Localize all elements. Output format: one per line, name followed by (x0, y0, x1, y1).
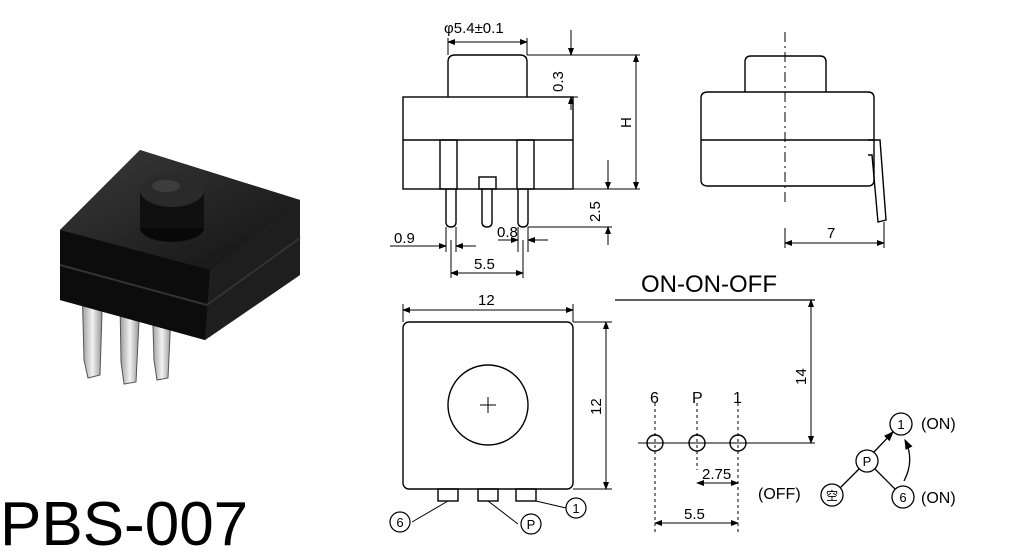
state-label-top: (ON) (921, 416, 956, 433)
callout-labels: 6 P 1 (396, 501, 579, 532)
product-title: PBS-007 (0, 490, 249, 559)
side-view (700, 32, 887, 248)
pin-length-label: 2.5 (587, 201, 604, 222)
height-label: H (618, 117, 635, 128)
state-node-off: 空 (826, 489, 838, 503)
pin-span-side-label: 5.5 (474, 256, 495, 273)
total-height-label: 14 (793, 368, 810, 385)
state-mode-labels: (ON) (ON) (OFF) (758, 416, 956, 507)
callout-1: 1 (572, 501, 579, 516)
state-diagram (820, 412, 915, 509)
pin-span-bottom-label: 5.5 (684, 506, 705, 523)
button-diameter-label: φ5.4±0.1 (444, 20, 504, 37)
body-width-label: 12 (478, 292, 495, 309)
callout-6: 6 (396, 515, 403, 530)
body-height-label: 12 (588, 398, 605, 415)
pin-label-1: 1 (733, 390, 742, 407)
pin-label-p: P (692, 390, 703, 407)
front-view (390, 30, 640, 278)
state-labels: 1 P 6 空 (826, 417, 907, 505)
bottom-view (389, 304, 612, 535)
callout-p: P (527, 517, 536, 532)
side-depth-label: 7 (827, 225, 835, 242)
switch-photo (59, 150, 301, 385)
state-label-left: (OFF) (758, 486, 801, 503)
pin-labels: 6 P 1 (650, 390, 742, 407)
dimension-labels: φ5.4±0.1 0.3 H 2.5 0.9 0.8 5.5 7 12 12 1… (394, 20, 835, 523)
state-label-right: (ON) (921, 490, 956, 507)
mode-title: ON-ON-OFF (641, 271, 777, 298)
pin-width-outer-label: 0.9 (394, 230, 415, 247)
pin-width-inner-label: 0.8 (497, 224, 518, 241)
pin-label-6: 6 (650, 390, 659, 407)
state-node-p: P (863, 454, 872, 469)
pin-layout (615, 299, 815, 533)
button-gap-label: 0.3 (550, 71, 567, 92)
state-node-6: 6 (899, 490, 906, 505)
pin-pitch-label: 2.75 (702, 466, 731, 483)
state-node-1: 1 (897, 417, 904, 432)
